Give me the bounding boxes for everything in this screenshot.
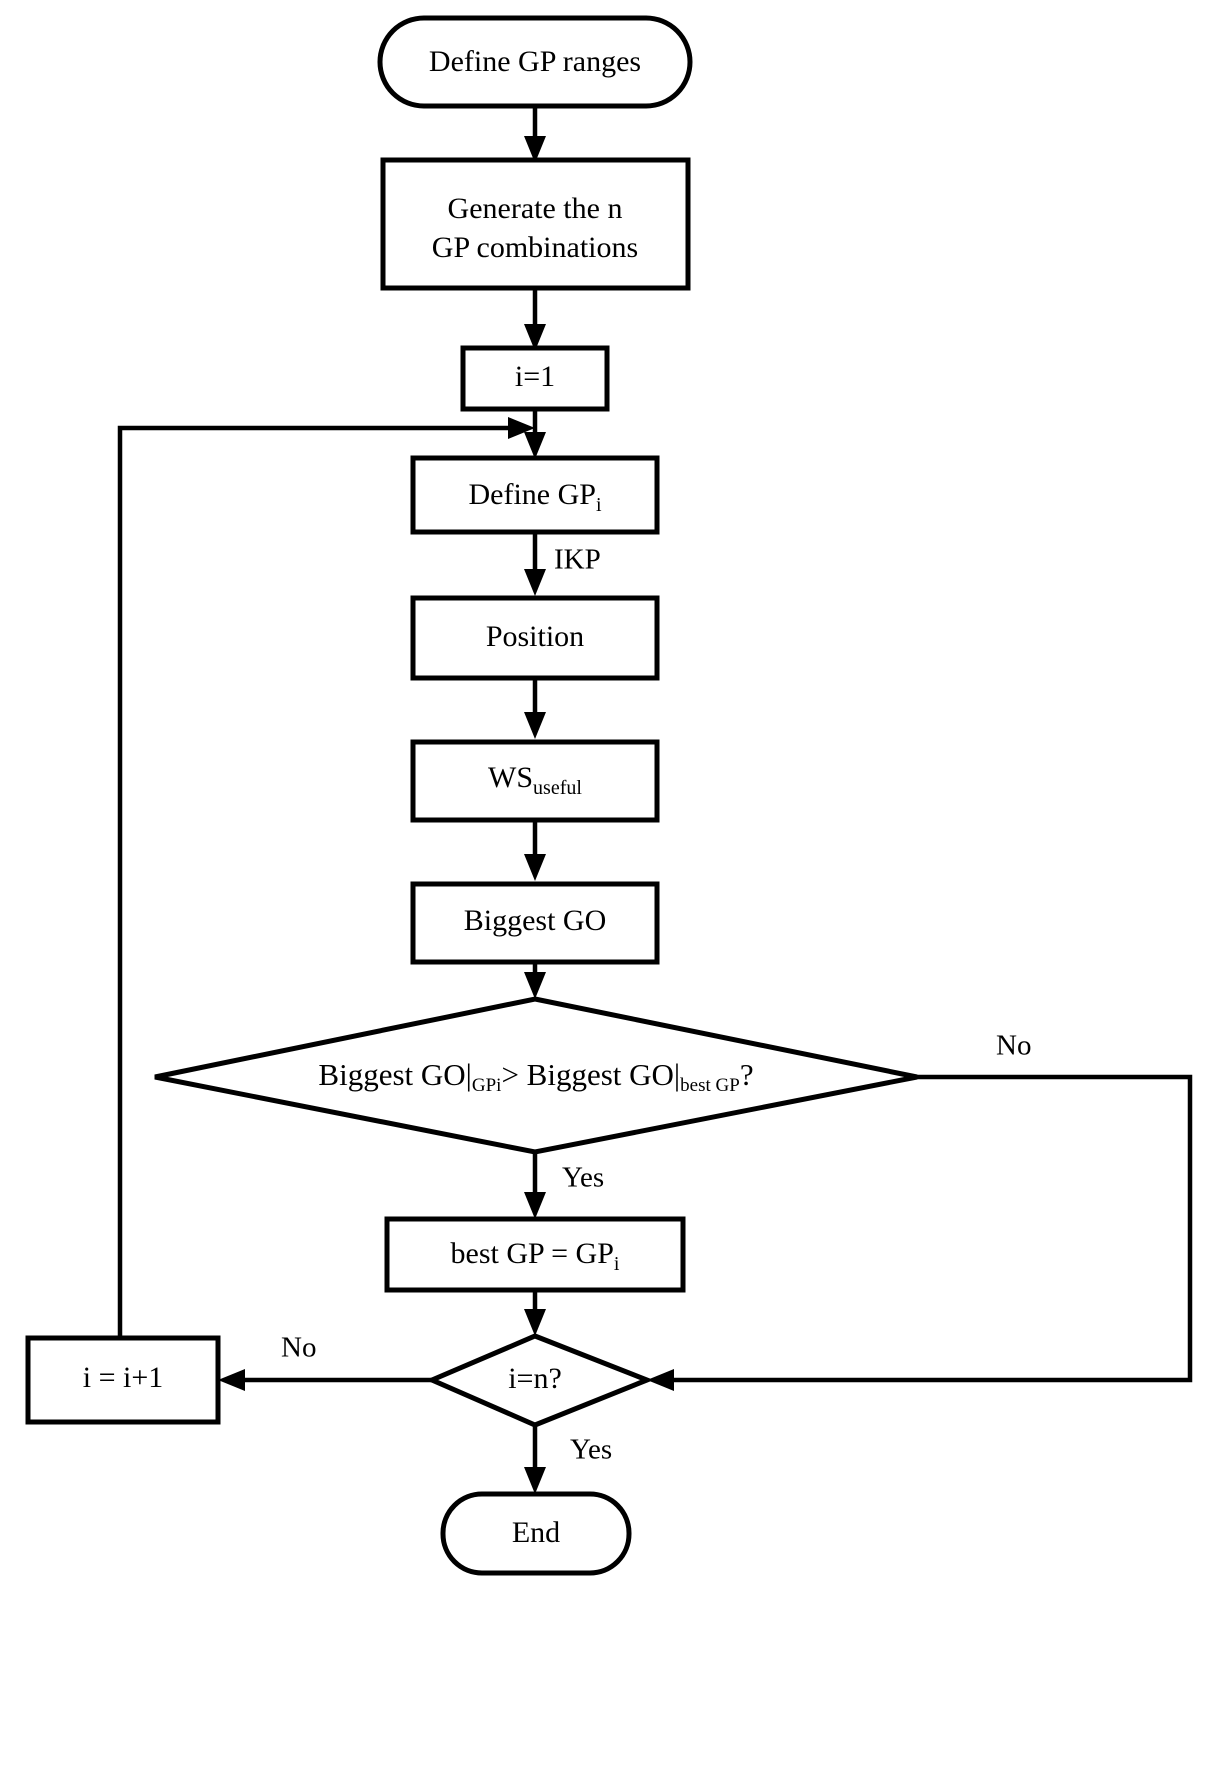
node-start-shape bbox=[377, 15, 693, 109]
node-compare-part-c: ? bbox=[740, 1057, 754, 1092]
arrow-head-icon bbox=[524, 972, 546, 999]
edge-loopcheck-no-to-increment: No bbox=[218, 1332, 432, 1391]
edge-init-to-definegp bbox=[524, 409, 546, 459]
node-position-shape bbox=[410, 595, 660, 681]
node-end[interactable]: End bbox=[440, 1491, 632, 1576]
arrow-head-icon bbox=[524, 854, 546, 881]
node-generate-label-line1: Generate the n bbox=[448, 192, 623, 225]
arrow-head-icon bbox=[524, 432, 546, 459]
node-define-gp-label: Define GPi bbox=[468, 478, 601, 516]
node-biggest-go[interactable]: Biggest GO bbox=[410, 881, 660, 965]
node-compare-sub-a: GPi bbox=[472, 1075, 502, 1096]
node-assign-best-shape bbox=[384, 1216, 686, 1293]
node-compare-sub-b: best GP bbox=[680, 1075, 740, 1096]
node-increment-label: i = i+1 bbox=[83, 1361, 164, 1394]
node-assign-best-main: best GP = GP bbox=[451, 1237, 614, 1270]
edge-start-to-generate bbox=[524, 105, 546, 163]
node-increment[interactable]: i = i+1 bbox=[25, 1335, 221, 1425]
node-loop-check-shape bbox=[425, 1333, 654, 1428]
node-define-gp-subscript: i bbox=[596, 494, 602, 516]
node-ws-useful[interactable]: WSuseful bbox=[410, 739, 660, 823]
edge-label-no-compare: No bbox=[996, 1030, 1031, 1062]
edge-compare-no-to-loopcheck: No bbox=[647, 1030, 1193, 1391]
arrow-head-icon bbox=[508, 417, 535, 439]
node-compare-part-b: > Biggest GO| bbox=[501, 1057, 680, 1092]
node-increment-shape bbox=[25, 1335, 221, 1425]
node-position-label: Position bbox=[486, 620, 584, 653]
arrow-head-icon bbox=[524, 1467, 546, 1494]
edge-label-yes-compare: Yes bbox=[562, 1162, 604, 1194]
edge-increment-to-definegp bbox=[117, 417, 535, 1338]
node-generate-shape bbox=[380, 157, 691, 291]
edge-loopcheck-yes-to-end: Yes bbox=[524, 1425, 612, 1494]
node-loop-check-label: i=n? bbox=[508, 1362, 562, 1395]
node-compare-shape bbox=[154, 996, 918, 1155]
node-biggest-go-shape bbox=[410, 881, 660, 965]
node-start-label: Define GP ranges bbox=[429, 45, 641, 78]
edge-definegp-to-position: IKP bbox=[524, 532, 601, 596]
edge-assignbest-to-loopcheck bbox=[524, 1290, 546, 1336]
node-compare-decision[interactable]: Biggest GO|GPi> Biggest GO|best GP? bbox=[154, 996, 918, 1155]
arrow-head-icon bbox=[524, 136, 546, 163]
node-ws-useful-shape bbox=[410, 739, 660, 823]
node-assign-best-subscript: i bbox=[614, 1253, 620, 1275]
node-loop-check[interactable]: i=n? bbox=[425, 1333, 654, 1428]
node-generate-label-line2: GP combinations bbox=[432, 231, 638, 264]
node-assign-best[interactable]: best GP = GPi bbox=[384, 1216, 686, 1293]
arrow-head-icon bbox=[524, 1309, 546, 1336]
node-ws-useful-label: WSuseful bbox=[488, 761, 582, 799]
edge-generate-to-init bbox=[524, 288, 546, 351]
node-assign-best-label: best GP = GPi bbox=[451, 1237, 620, 1275]
edge-ws-to-biggestgo bbox=[524, 820, 546, 881]
node-define-gp-shape bbox=[410, 455, 660, 535]
arrow-head-icon bbox=[524, 324, 546, 351]
node-ws-useful-main: WS bbox=[488, 761, 533, 794]
node-compare-part-a: Biggest GO| bbox=[318, 1057, 471, 1092]
node-compare-label: Biggest GO|GPi> Biggest GO|best GP? bbox=[318, 1057, 753, 1096]
node-position[interactable]: Position bbox=[410, 595, 660, 681]
node-end-shape bbox=[440, 1491, 632, 1576]
edge-biggestgo-to-compare bbox=[524, 962, 546, 999]
node-define-gp-main: Define GP bbox=[468, 478, 595, 511]
arrow-head-icon bbox=[218, 1369, 245, 1391]
arrow-head-icon bbox=[524, 569, 546, 596]
node-generate[interactable]: Generate the n GP combinations bbox=[380, 157, 691, 291]
arrow-head-icon bbox=[647, 1369, 674, 1391]
node-define-gp[interactable]: Define GPi bbox=[410, 455, 660, 535]
node-biggest-go-label: Biggest GO bbox=[464, 904, 607, 937]
edge-label-yes-loop: Yes bbox=[570, 1434, 612, 1466]
node-start[interactable]: Define GP ranges bbox=[377, 15, 693, 109]
edge-label-ikp: IKP bbox=[554, 544, 601, 576]
arrow-head-icon bbox=[524, 1192, 546, 1219]
arrow-head-icon bbox=[524, 712, 546, 739]
edge-compare-yes-to-assignbest: Yes bbox=[524, 1152, 604, 1219]
node-init-shape bbox=[460, 345, 610, 412]
node-init-label: i=1 bbox=[515, 360, 555, 393]
edge-label-no-loop: No bbox=[281, 1332, 316, 1364]
node-end-label: End bbox=[512, 1516, 560, 1549]
edge-position-to-ws bbox=[524, 678, 546, 739]
node-ws-useful-subscript: useful bbox=[533, 777, 582, 799]
node-init[interactable]: i=1 bbox=[460, 345, 610, 412]
